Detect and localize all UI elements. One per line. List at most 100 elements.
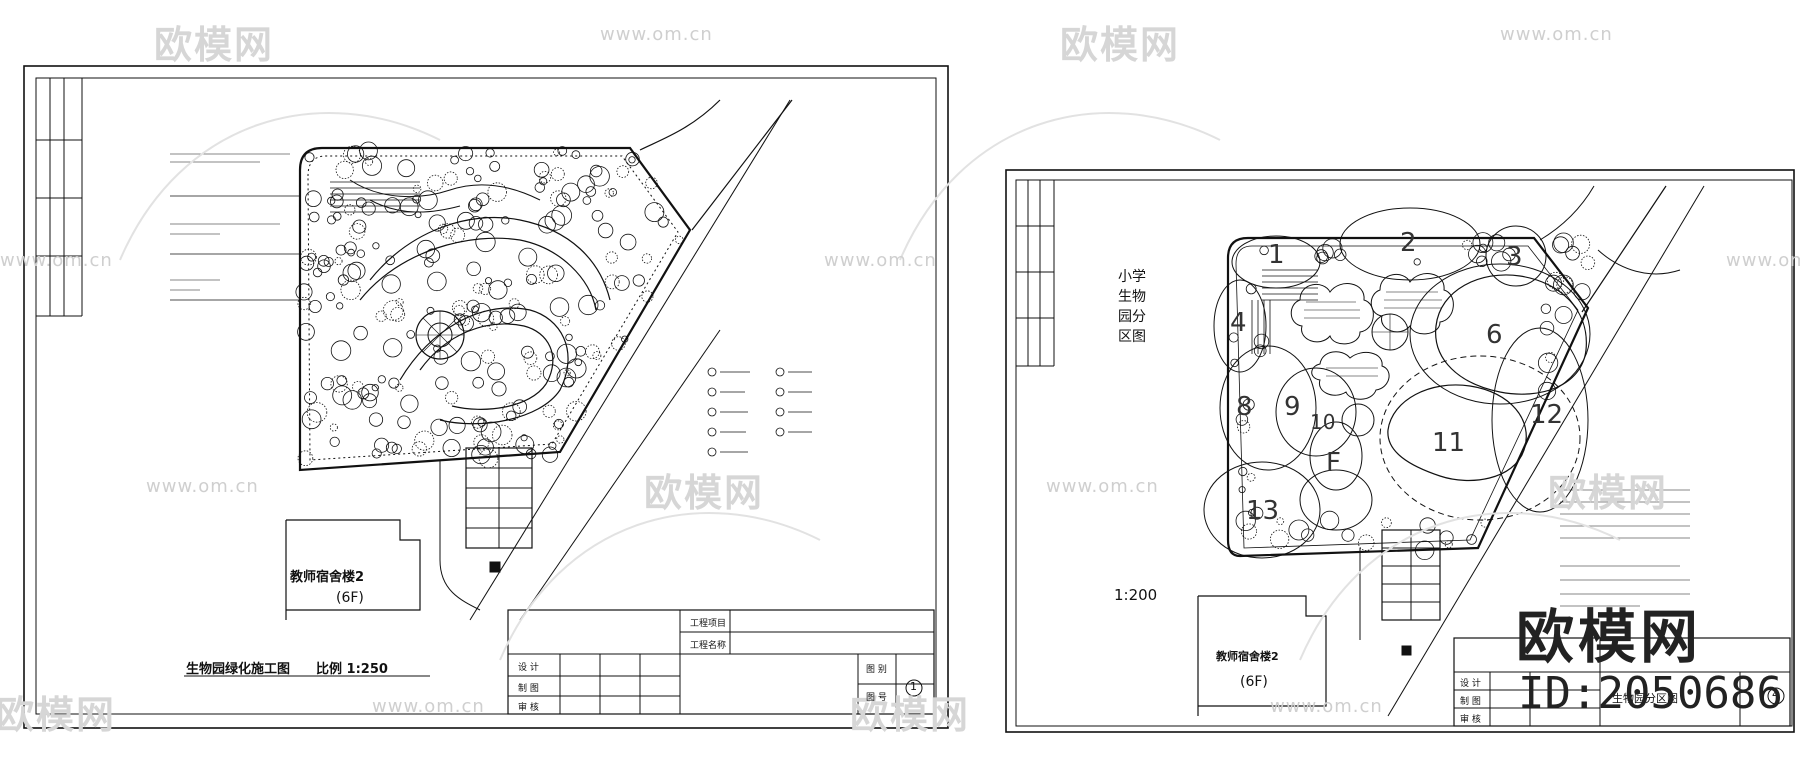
tree-canopy <box>556 435 565 444</box>
tree-canopy <box>348 223 366 240</box>
tree-canopy <box>520 434 528 442</box>
tree-canopy <box>515 435 535 455</box>
building-label: 教师宿舍楼2 <box>290 570 365 585</box>
tree-canopy <box>1553 274 1574 296</box>
tree-canopy <box>552 420 563 431</box>
tree-canopy <box>604 188 614 198</box>
tree-canopy <box>331 188 344 201</box>
tree-canopy <box>326 215 336 225</box>
watermark-url: www.om.cn <box>1726 250 1800 271</box>
tree-canopy <box>594 300 606 311</box>
tree-canopy <box>1468 244 1487 264</box>
tree-canopy <box>518 247 538 267</box>
tree-canopy <box>480 421 502 443</box>
tree-canopy <box>323 256 334 267</box>
tree-canopy <box>641 290 654 303</box>
tree-canopy <box>589 166 610 187</box>
zone-number: 2 <box>1400 228 1417 258</box>
tree-canopy <box>471 444 491 465</box>
tree-canopy <box>343 241 357 255</box>
title-block-design: 设 计 <box>518 663 539 673</box>
sheet-number: 4 <box>1772 688 1779 701</box>
tree-canopy <box>477 418 486 427</box>
tree-canopy <box>1250 506 1264 520</box>
zone-number: 9 <box>1284 392 1301 422</box>
tree-canopy <box>444 391 459 405</box>
tree-canopy <box>526 273 537 285</box>
tree-canopy <box>352 219 367 234</box>
tree-canopy <box>550 167 565 182</box>
left-tree-canopies <box>295 141 684 469</box>
tree-canopy <box>332 385 353 406</box>
tree-canopy <box>388 377 400 389</box>
zone-map-title-line-4: 区图 <box>1118 329 1146 345</box>
tree-canopy <box>541 446 559 463</box>
tree-canopy <box>1333 248 1347 262</box>
overlay-id: ID:2050686 <box>1518 668 1783 719</box>
tree-canopy <box>347 261 366 280</box>
tree-canopy <box>1545 352 1556 363</box>
tree-canopy <box>448 416 466 434</box>
tree-canopy <box>458 146 474 162</box>
tree-canopy <box>381 274 401 294</box>
zone-number: F <box>1326 448 1341 478</box>
tree-canopy <box>548 441 557 450</box>
tree-canopy <box>1242 398 1255 411</box>
tree-canopy <box>1414 540 1435 561</box>
right-sheet <box>1005 169 1795 733</box>
tree-canopy <box>539 177 548 186</box>
tree-canopy <box>456 211 475 230</box>
tree-canopy <box>365 157 374 166</box>
tree-canopy <box>575 345 586 357</box>
tree-canopy <box>300 248 317 266</box>
tree-canopy <box>335 244 347 256</box>
building-label: 教师宿舍楼2 <box>1216 650 1279 663</box>
tree-canopy <box>1316 251 1329 265</box>
tree-canopy <box>1491 251 1512 272</box>
tree-canopy <box>1301 528 1315 542</box>
zone-number: 12 <box>1530 400 1564 430</box>
tree-canopy <box>361 155 382 176</box>
watermark-url: www.om.cn <box>600 24 713 45</box>
tree-canopy <box>437 223 449 234</box>
tree-canopy <box>1478 243 1488 253</box>
tree-canopy <box>492 424 513 446</box>
tree-canopy <box>325 292 335 302</box>
tree-canopy <box>435 376 449 390</box>
tree-canopy <box>466 261 481 277</box>
tree-canopy <box>439 223 456 239</box>
tree-canopy <box>480 349 495 364</box>
tree-canopy <box>307 252 317 262</box>
tree-canopy <box>645 176 658 190</box>
tree-canopy <box>1238 486 1246 494</box>
tree-canopy <box>400 394 419 413</box>
tree-canopy <box>547 264 565 283</box>
tree-canopy <box>430 418 448 436</box>
tree-canopy <box>353 325 368 341</box>
tree-canopy <box>508 298 520 310</box>
tree-canopy <box>523 351 538 366</box>
tree-canopy <box>565 333 573 342</box>
tree-canopy <box>334 257 343 266</box>
watermark-url: www.om.cn <box>1270 696 1383 717</box>
zone-number: 8 <box>1236 392 1253 422</box>
tree-canopy <box>533 162 550 178</box>
tree-canopy <box>1237 420 1251 434</box>
tree-canopy <box>414 211 422 219</box>
zone-map-scale: 1:200 <box>1114 586 1158 604</box>
tree-canopy <box>538 215 556 234</box>
tree-canopy <box>391 443 402 454</box>
tree-canopy <box>1316 244 1334 262</box>
tree-canopy <box>306 402 328 423</box>
tree-canopy <box>465 167 475 176</box>
tree-canopy <box>371 448 382 459</box>
tree-canopy <box>477 310 495 327</box>
tree-canopy <box>1357 534 1375 551</box>
tree-canopy <box>644 202 665 223</box>
zone-map-title-line-3: 园分 <box>1118 309 1146 325</box>
tree-canopy <box>1238 466 1248 477</box>
tree-canopy <box>479 282 492 295</box>
tree-canopy <box>501 402 521 422</box>
tree-canopy <box>1413 258 1421 266</box>
